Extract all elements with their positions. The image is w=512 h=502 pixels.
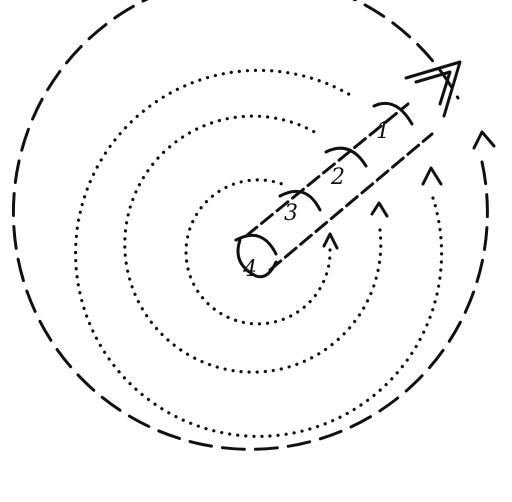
stage-label-2: 2 [330,165,345,190]
stage-separator-4 [236,235,276,254]
stage-separator-2 [326,148,366,166]
dotted-ring-1 [186,180,330,324]
stage-label-4: 4 [242,257,257,282]
dotted-ring-3-arrowhead [423,168,441,184]
outer-ring-arrowhead [474,132,494,148]
arrowhead-outline [406,62,460,116]
stage-label-3: 3 [284,201,298,226]
dotted-ring-2-arrowhead [372,203,387,216]
dotted-ring-1-arrowhead [324,234,337,248]
dotted-ring-2 [125,116,381,372]
stage-label-1: 1 [376,119,390,144]
outer-dashed-ring [13,0,487,449]
